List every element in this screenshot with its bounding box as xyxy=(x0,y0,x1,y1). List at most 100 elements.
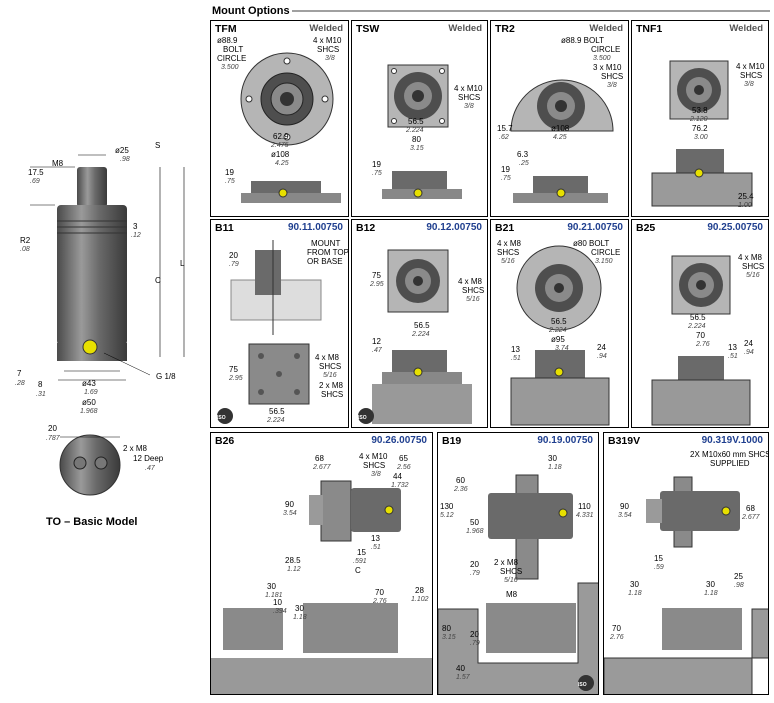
dim-12: 12 xyxy=(372,337,381,346)
dim-95: ø95 xyxy=(551,335,565,344)
label-end20: 20 xyxy=(48,424,57,433)
dim-68: 68 xyxy=(315,454,324,463)
panel-tag: Welded xyxy=(589,23,623,34)
dim-30a-in: 1.18 xyxy=(628,590,642,597)
panel-code: 90.11.00750 xyxy=(287,222,343,233)
label-3-in: .12 xyxy=(131,232,141,239)
label-r2: R2 xyxy=(20,236,31,245)
label-d43: ø43 xyxy=(82,379,96,388)
note-label: 2X M10x60 mm SHCS xyxy=(690,450,769,459)
label-deep: 12 Deep xyxy=(133,454,164,463)
dim-30b-in: 1.18 xyxy=(704,590,718,597)
dim-6-in: .25 xyxy=(519,160,529,167)
dim-53-in: 2.120 xyxy=(690,116,708,123)
dim-19-in: .75 xyxy=(225,178,235,185)
dim-56: 56.5 xyxy=(690,313,706,322)
bolt-label: ø80 BOLT xyxy=(573,239,610,248)
dim-108: ø108 xyxy=(271,150,290,159)
dim-130-in: 5.12 xyxy=(440,512,454,519)
dim-65: 65 xyxy=(399,454,408,463)
dim-68: 68 xyxy=(746,504,755,513)
basic-model-caption: TO – Basic Model xyxy=(46,516,138,528)
note-label-2: SUPPLIED xyxy=(710,459,750,468)
m8-label-in: 5/16 xyxy=(504,577,518,584)
dim-19: 19 xyxy=(225,168,234,177)
mount-label-3: OR BASE xyxy=(307,257,343,266)
dim-68-in: 2.677 xyxy=(313,464,331,471)
shcs-label-2: SHCS xyxy=(317,45,340,54)
panel-title: B26 xyxy=(215,435,235,447)
panel-b25: B25 90.25.00750 4 x M8 SHCS 5/16 56.5 2.… xyxy=(631,219,769,428)
dim-13-in: .51 xyxy=(511,355,521,362)
dim-44-in: 1.732 xyxy=(391,482,409,489)
dim-20: 20 xyxy=(470,560,479,569)
shcs-label-2: SHCS xyxy=(458,93,481,102)
panel-code: 90.21.00750 xyxy=(567,222,623,233)
dim-15: 15.7 xyxy=(497,124,513,133)
m8b-label: M8 xyxy=(506,590,518,599)
label-3: 3 xyxy=(133,222,138,231)
panel-tag: Welded xyxy=(309,23,343,34)
dim-30: 30 xyxy=(548,454,557,463)
bolt-label-2: CIRCLE xyxy=(591,45,621,54)
m8-label-in: 5/16 xyxy=(746,272,760,279)
dim-56-in: 2.224 xyxy=(406,127,424,134)
dim-44: 44 xyxy=(393,472,402,481)
dim-70-in: 2.76 xyxy=(373,598,387,605)
m8-label: 4 x M8 xyxy=(315,353,340,362)
dim-24-in: .94 xyxy=(597,353,607,360)
iso-badge: ISO xyxy=(217,415,226,421)
dim-15: 15 xyxy=(357,548,366,557)
dim-25-in: 1.00 xyxy=(738,202,752,209)
dim-30b: 30 xyxy=(706,580,715,589)
dim-90: 90 xyxy=(285,500,294,509)
dim-68-in: 2.677 xyxy=(742,514,760,521)
panel-code: 90.12.00750 xyxy=(426,222,482,233)
label-s: S xyxy=(155,141,161,150)
dim-56: 56.5 xyxy=(551,317,567,326)
dim-12-in: .47 xyxy=(372,347,382,354)
dim-80-in: 3.15 xyxy=(410,145,424,152)
dim-110-in: 4.331 xyxy=(576,512,594,519)
mount-label: MOUNT xyxy=(311,239,341,248)
m8-label-in: 5/16 xyxy=(323,372,337,379)
shcs-label: 4 x M10 xyxy=(454,84,483,93)
dim-20b: 20 xyxy=(470,630,479,639)
dim-60: 60 xyxy=(456,476,465,485)
panel-code: 90.19.00750 xyxy=(537,435,593,446)
dim-70: 70 xyxy=(696,331,705,340)
dim-110: 110 xyxy=(578,502,591,511)
panel-b26: B26 90.26.00750 68 2.677 4 x M10 SHCS 3/… xyxy=(210,432,433,695)
panel-title: B319V xyxy=(608,435,641,447)
panel-title: B21 xyxy=(495,222,515,234)
dim-70: 70 xyxy=(375,588,384,597)
dim-19: 19 xyxy=(501,165,510,174)
dim-13-in: .51 xyxy=(728,353,738,360)
bolt-label: ø88.9 xyxy=(217,36,238,45)
dim-56-in: 2.224 xyxy=(549,327,567,334)
panel-tag: Welded xyxy=(729,23,763,34)
label-17-5: 17.5 xyxy=(28,168,44,177)
m8-label-2: SHCS xyxy=(497,248,520,257)
dim-28: 28 xyxy=(415,586,424,595)
m8-label-2: SHCS xyxy=(742,262,765,271)
label-d43-in: 1.69 xyxy=(84,389,98,396)
dim-56: 56.5 xyxy=(414,321,430,330)
dim-15-in: .591 xyxy=(353,558,367,565)
m10-label: 4 x M10 xyxy=(359,452,388,461)
shcs-label-in: 3/8 xyxy=(744,81,754,88)
label-8-in: .31 xyxy=(36,391,46,398)
label-d50: ø50 xyxy=(82,398,96,407)
dim-108: ø108 xyxy=(551,124,570,133)
panel-title: B19 xyxy=(442,435,462,447)
label-deep-in: .47 xyxy=(145,465,155,472)
dim-50-in: 1.968 xyxy=(466,528,484,535)
dim-130: 130 xyxy=(440,502,454,511)
dim-24-in: .94 xyxy=(744,349,754,356)
m8-label-2: SHCS xyxy=(500,567,523,576)
panel-title: B11 xyxy=(215,222,234,234)
shcs-label: 3 x M10 xyxy=(593,63,622,72)
dim-25: 25.4 xyxy=(738,192,754,201)
bolt-label-in: 3.500 xyxy=(221,64,239,71)
panel-title: TR2 xyxy=(495,23,515,35)
